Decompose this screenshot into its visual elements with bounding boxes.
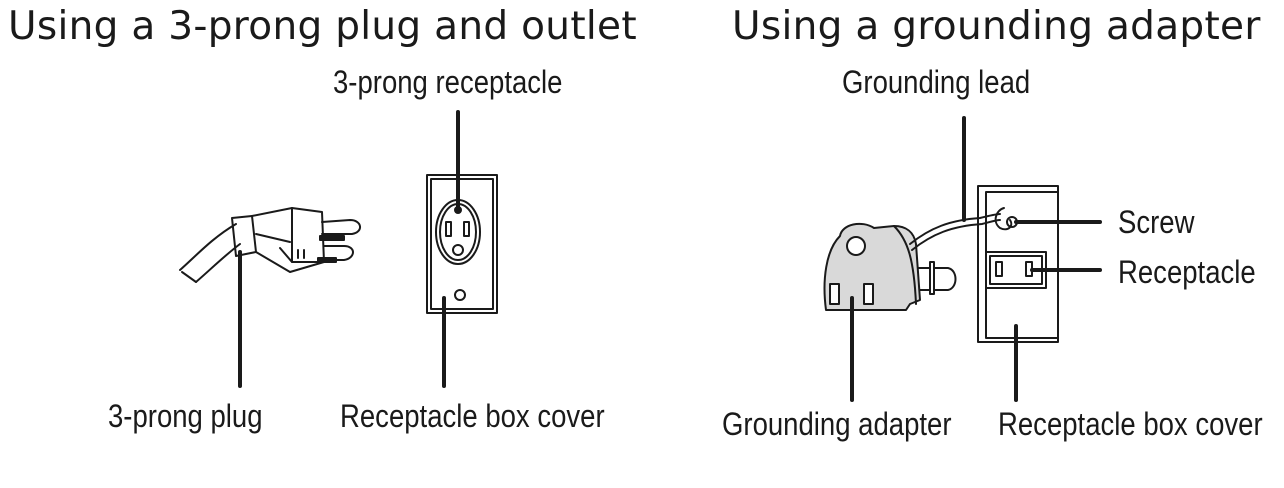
label-receptacle: Receptacle bbox=[1118, 254, 1256, 290]
3-prong-plug-icon bbox=[179, 207, 361, 283]
left-panel-heading: Using a 3-prong plug and outlet bbox=[8, 4, 637, 49]
label-3-prong-receptacle: 3-prong receptacle bbox=[333, 64, 563, 100]
3-prong-receptacle-icon bbox=[426, 174, 498, 314]
grounding-adapter-icon bbox=[823, 213, 1001, 311]
right-panel-heading: Using a grounding adapter bbox=[732, 4, 1261, 49]
label-left-receptacle-box-cover: Receptacle box cover bbox=[340, 398, 605, 434]
label-3-prong-plug: 3-prong plug bbox=[108, 398, 263, 434]
label-grounding-adapter: Grounding adapter bbox=[722, 406, 952, 442]
label-grounding-lead: Grounding lead bbox=[842, 64, 1031, 100]
label-screw: Screw bbox=[1118, 204, 1195, 240]
receptacle-box-cover-icon bbox=[977, 185, 1059, 343]
label-right-receptacle-box-cover: Receptacle box cover bbox=[998, 406, 1263, 442]
